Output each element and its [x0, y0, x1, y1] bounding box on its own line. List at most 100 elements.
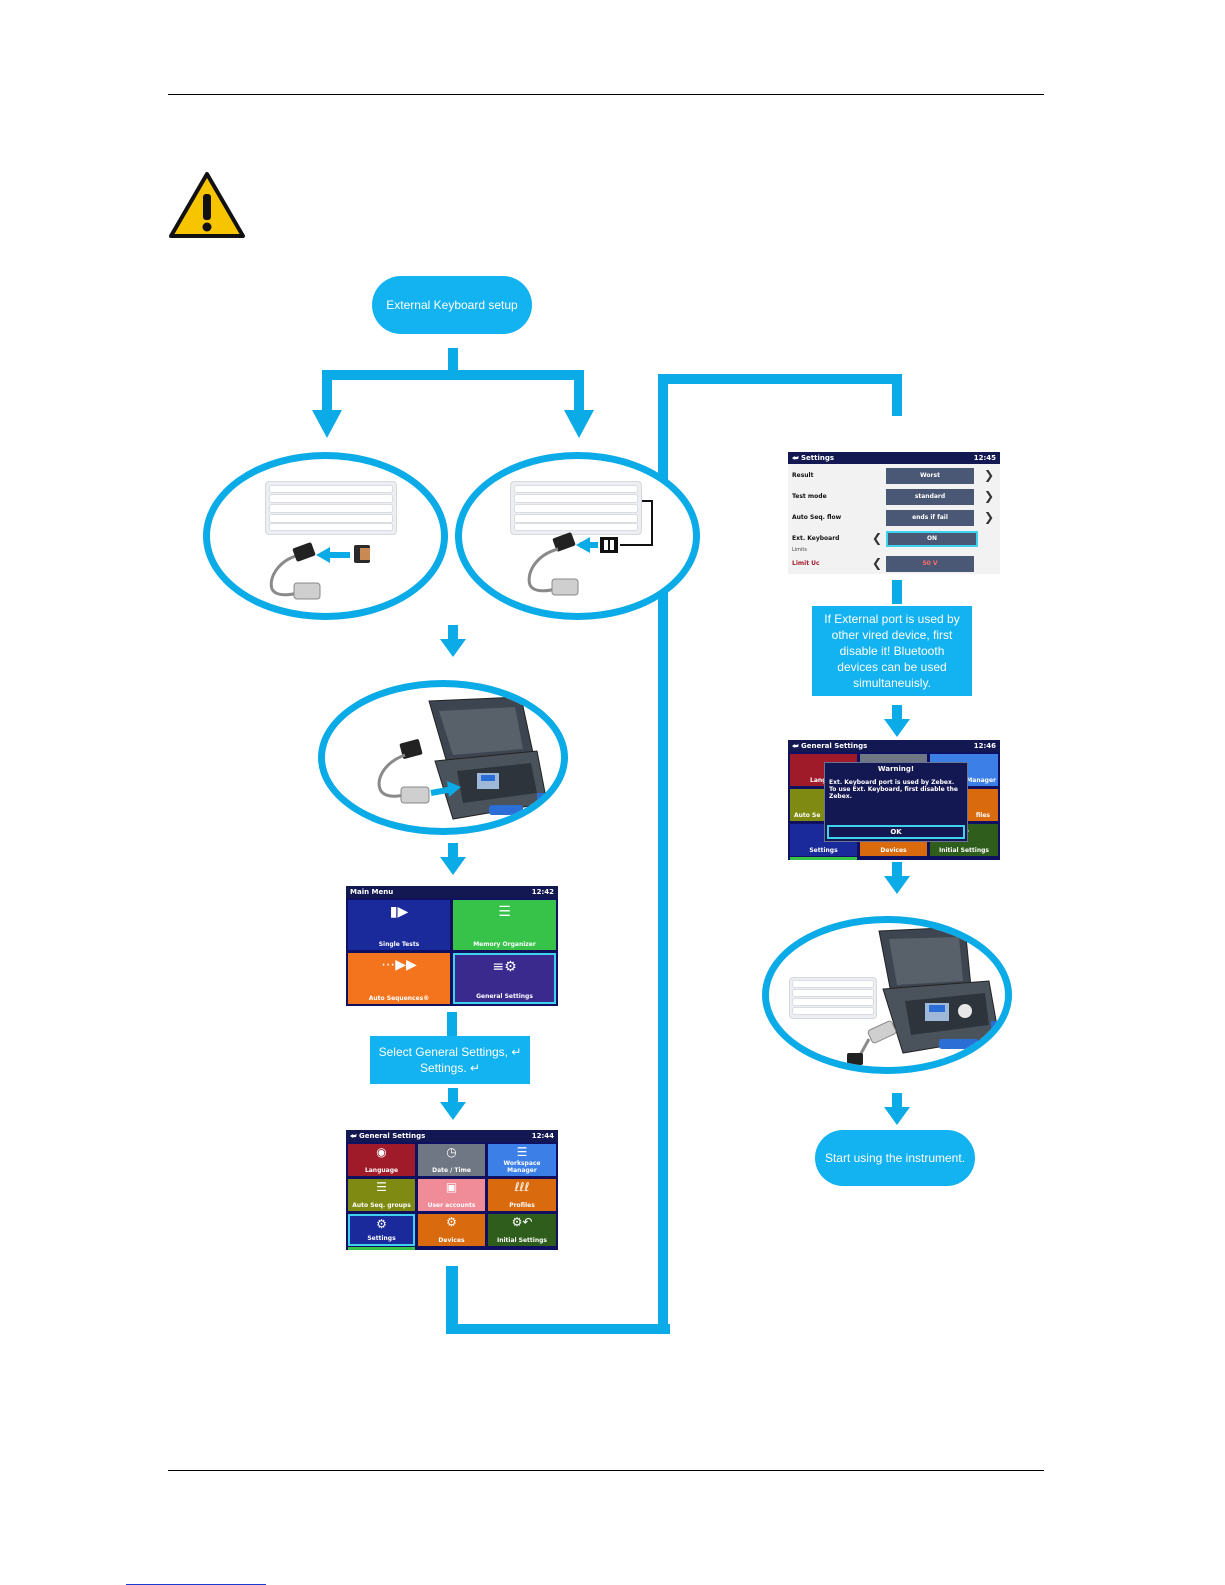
arrow-down-icon [884, 1093, 910, 1125]
chevron-right-icon[interactable]: ❯ [984, 510, 995, 524]
dialog-message: Ext. Keyboard port is used by Zebex. To … [829, 779, 958, 800]
setting-label: Auto Seq. flow [792, 514, 842, 521]
instrument-case-image [377, 693, 548, 820]
setting-value: 50 V [886, 556, 974, 572]
tile-auto-sequences[interactable]: ⋯▶▶ Auto Sequences® [348, 953, 450, 1004]
tile-initial-settings[interactable]: ⚙↶ Initial Settings [488, 1214, 556, 1246]
wired-keyboard-oval [455, 452, 700, 620]
tile-label: Devices [438, 1237, 465, 1244]
dialog-title: Warning! [877, 765, 915, 773]
tree-icon: ☰ [498, 904, 511, 920]
warning-icon [169, 172, 245, 238]
arrow-down-icon [884, 862, 910, 894]
tile-date-time[interactable]: ◷ Date / Time [418, 1144, 485, 1176]
reset-icon: ⚙↶ [511, 1215, 533, 1229]
arrow-down-icon [440, 843, 466, 875]
back-icon[interactable]: ⮨ [350, 1132, 357, 1140]
tile-label: Auto Seq. groups [352, 1202, 411, 1209]
globe-icon: ◉ [376, 1145, 387, 1159]
chevron-right-icon[interactable]: ❯ [984, 489, 995, 503]
tile-label: Settings [809, 847, 838, 854]
back-icon[interactable]: ⮨ [792, 742, 799, 750]
tile-label: Language [364, 1167, 399, 1174]
keyboard-image [265, 481, 397, 535]
gear-icon: ⚙ [376, 1217, 387, 1231]
start-node: External Keyboard setup [372, 276, 532, 334]
setting-label: Ext. Keyboard [792, 535, 840, 542]
wireless-keyboard-oval [203, 452, 448, 620]
main-menu-screen: Main Menu 12:42 ▮▶ Single Tests ☰ Memory … [346, 886, 558, 1006]
chevron-right-icon[interactable]: ❯ [984, 468, 995, 482]
arrow-down-icon [440, 625, 466, 657]
tile-label: Manager [966, 777, 996, 784]
back-icon[interactable]: ⮨ [792, 454, 799, 462]
setting-value: Worst [886, 468, 974, 484]
select-settings-step: Select General Settings, ↵ Settings. ↵ [370, 1036, 530, 1084]
external-port-note: If External port is used by other vired … [812, 606, 972, 696]
instrument-case-image [847, 927, 1003, 1065]
screen-clock: 12:45 [973, 454, 996, 462]
screen-clock: 12:46 [973, 742, 996, 750]
header-rule [168, 94, 1044, 95]
tile-label: Devices [880, 847, 907, 854]
tile-label: Memory Organizer [473, 941, 536, 948]
arrow-down-icon [440, 1088, 466, 1120]
setting-value: ON [886, 531, 978, 547]
ok-button[interactable]: OK [827, 825, 965, 839]
tile-settings[interactable]: ⚙ Settings [348, 1214, 415, 1246]
setting-value: standard [886, 489, 974, 505]
tile-label: Initial Settings [496, 1237, 547, 1244]
tile-label: General Settings [476, 993, 533, 1000]
tile-label: Initial Settings [938, 847, 989, 854]
clock-icon: ◷ [446, 1145, 457, 1159]
scroll-hint [790, 857, 857, 860]
setting-row-ext-keyboard[interactable]: Ext. Keyboard ❮ON [788, 529, 1000, 549]
arrow-down-icon [564, 410, 594, 438]
warning-dialog: Warning! Ext. Keyboard port is used by Z… [824, 762, 968, 842]
screen-clock: 12:42 [531, 888, 554, 896]
tile-label: Auto Sequences® [368, 995, 430, 1002]
tile-language[interactable]: ◉ Language [348, 1144, 415, 1176]
tile-auto-seq-groups[interactable]: ☰ Auto Seq. groups [348, 1179, 415, 1211]
screen-title: Settings [800, 454, 835, 462]
setting-value: ends if fail [886, 510, 974, 526]
setting-row-limit-uc[interactable]: Limit Uc❮50 V [788, 554, 1000, 574]
tile-label: Profiles [509, 1202, 535, 1209]
chevron-left-icon[interactable]: ❮ [872, 556, 883, 570]
footer-rule [168, 1470, 1044, 1471]
section-label: Limits [792, 547, 807, 553]
tile-user-accounts[interactable]: ▣ User accounts [418, 1179, 485, 1211]
tile-label: User accounts [427, 1202, 476, 1209]
keyboard-image [510, 481, 642, 535]
tile-single-tests[interactable]: ▮▶ Single Tests [348, 900, 450, 950]
screen-header: ⮨ Settings 12:45 [788, 452, 1000, 464]
lock-icon: ▣ [445, 1180, 458, 1194]
gear-icon: ⚙ [446, 1215, 457, 1229]
screen-clock: 12:44 [531, 1132, 554, 1140]
tile-label: files [975, 812, 990, 819]
tile-workspace-manager[interactable]: ☰Workspace Manager [488, 1144, 556, 1176]
tile-label: Single Tests [378, 941, 420, 948]
tile-memory-organizer[interactable]: ☰ Memory Organizer [453, 900, 556, 950]
tile-general-settings[interactable]: ≡⚙ General Settings [453, 953, 556, 1004]
arrow-down-icon [312, 410, 342, 438]
setting-row-auto-seq-flow[interactable]: Auto Seq. flow ends if fail ❯ [788, 508, 1000, 528]
setting-label: Result [792, 472, 814, 479]
tile-devices[interactable]: ⚙ Devices [418, 1214, 485, 1246]
tree-icon: ☰ [376, 1180, 387, 1194]
usb-cable-image [527, 500, 653, 596]
tile-label: Settings [367, 1235, 396, 1242]
single-tests-icon: ▮▶ [389, 904, 409, 920]
setting-row-result[interactable]: Result Worst ❯ [788, 466, 1000, 486]
chevron-left-icon[interactable]: ❮ [872, 531, 883, 545]
screen-title: Main Menu [350, 888, 394, 896]
profiles-icon: ℓℓℓ [514, 1180, 530, 1194]
tile-label: Date / Time [432, 1167, 471, 1174]
